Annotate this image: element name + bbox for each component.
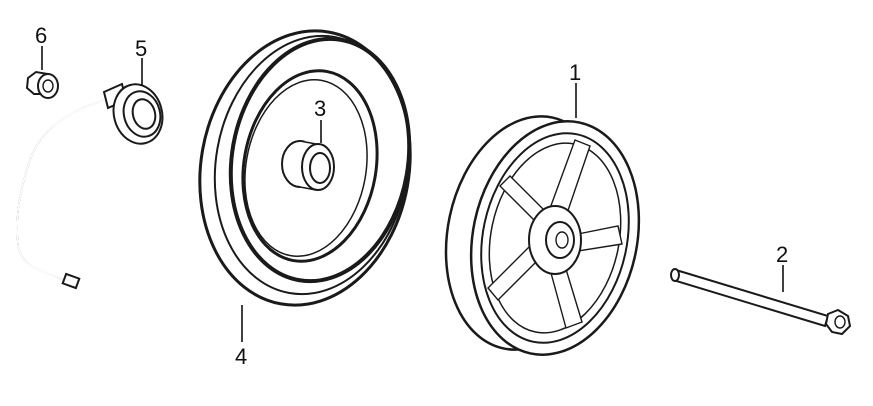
part-2-axle <box>670 268 852 336</box>
part-5-sensor <box>16 82 164 290</box>
callout-3: 3 <box>314 96 326 121</box>
callout-1: 1 <box>569 60 581 85</box>
part-3-collar <box>281 140 335 191</box>
part-1-wheel <box>444 115 641 356</box>
part-6-nut <box>25 70 59 99</box>
callout-4: 4 <box>235 344 247 369</box>
callout-2: 2 <box>776 242 788 267</box>
callout-6: 6 <box>35 23 47 48</box>
callout-5: 5 <box>135 36 147 61</box>
